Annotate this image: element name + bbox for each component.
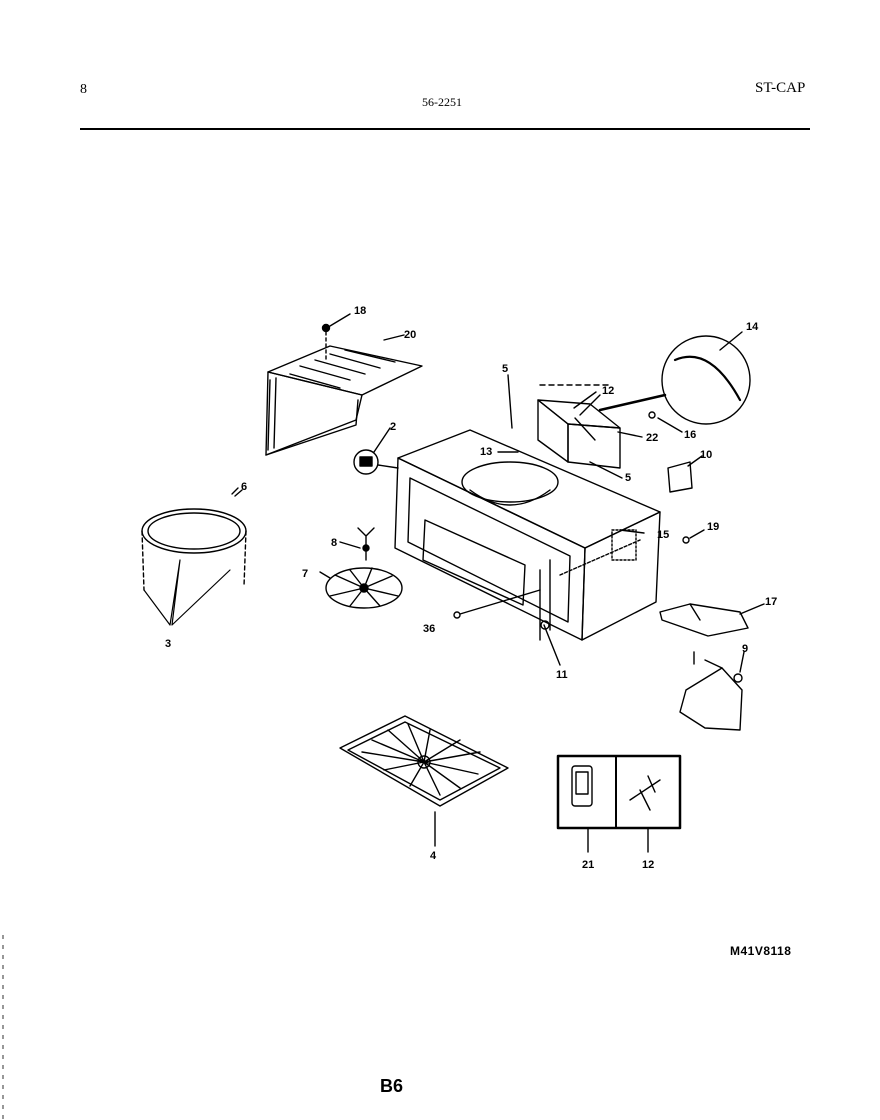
callout-18: 18 <box>354 305 366 317</box>
detail-circle-14 <box>661 335 751 425</box>
callout-9: 9 <box>742 643 748 655</box>
header-rule <box>80 128 810 130</box>
model-code: ST-CAP <box>755 80 806 96</box>
chassis-drawing <box>394 429 661 641</box>
screw-18-drawing <box>321 323 331 333</box>
damper-bracket-drawing <box>537 384 621 469</box>
callout-5-top: 5 <box>502 363 508 375</box>
callout-36: 36 <box>423 623 435 635</box>
callout-2: 2 <box>390 421 396 433</box>
screw-19-drawing <box>682 536 690 544</box>
callouts: 18 20 2 5 12 14 16 22 13 5 10 6 8 15 19 … <box>165 305 777 871</box>
top-cover-drawing <box>265 345 423 456</box>
callout-14: 14 <box>746 321 759 333</box>
callout-19: 19 <box>707 521 719 533</box>
page-number: 8 <box>80 82 87 97</box>
scan-edge-marks <box>2 935 4 1120</box>
callout-16: 16 <box>684 429 696 441</box>
bracket-10-drawing <box>667 461 693 493</box>
callout-13: 13 <box>480 446 492 458</box>
document-number: 56-2251 <box>422 95 462 109</box>
baffle-17-drawing <box>659 603 749 637</box>
clip-2-drawing <box>353 449 379 475</box>
callout-3: 3 <box>165 638 171 650</box>
callout-22: 22 <box>646 432 658 444</box>
callout-20: 20 <box>404 329 416 341</box>
callout-17: 17 <box>765 596 777 608</box>
callout-11: 11 <box>556 669 568 681</box>
callout-4: 4 <box>430 850 437 862</box>
callout-7: 7 <box>302 568 308 580</box>
fan-assembly-drawing <box>319 527 403 609</box>
grease-filter-drawing <box>339 715 509 807</box>
parts-box-drawing <box>556 754 682 830</box>
screw-16-drawing <box>648 411 656 419</box>
callout-12-box: 12 <box>642 859 654 871</box>
callout-10: 10 <box>700 449 712 461</box>
figure-id: M41V8118 <box>730 944 792 958</box>
filter-ring-drawing <box>141 489 247 626</box>
callout-15: 15 <box>657 529 669 541</box>
page-reference: B6 <box>380 1076 404 1096</box>
callout-8: 8 <box>331 537 337 549</box>
callout-6: 6 <box>241 481 247 493</box>
callout-21: 21 <box>582 859 594 871</box>
screw-36-drawing <box>453 611 461 619</box>
bracket-9-drawing <box>679 651 743 731</box>
callout-5-mid: 5 <box>625 472 631 484</box>
callout-12-top: 12 <box>602 385 614 397</box>
